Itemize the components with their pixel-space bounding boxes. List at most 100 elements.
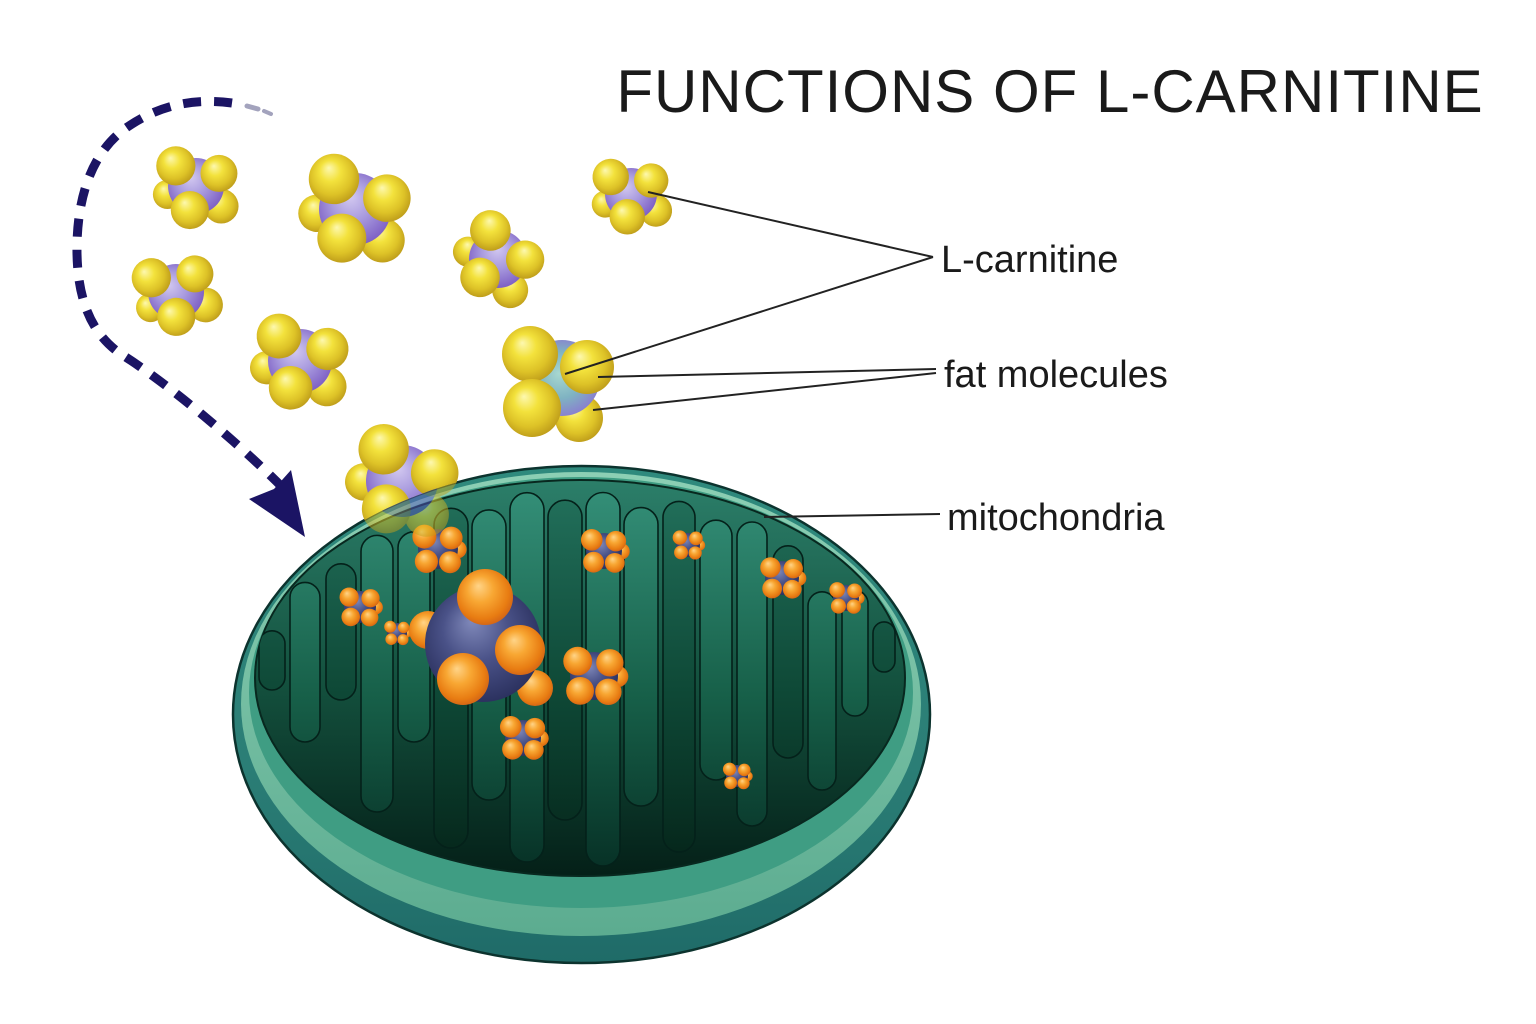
acyl-carnitine-molecule [499, 716, 549, 760]
crista-fold [662, 500, 696, 853]
mitochondria [231, 464, 932, 965]
fat-ball-yellow [131, 258, 171, 298]
fat-ball-orange [524, 717, 546, 739]
label-fat-molecules: fat molecules [944, 354, 1168, 396]
fat-ball-orange [339, 587, 359, 607]
fat-ball-orange [360, 608, 379, 627]
crista-fold [772, 545, 804, 759]
fat-ball-orange [830, 598, 846, 614]
fat-ball-yellow [200, 154, 238, 192]
fat-ball-yellow [268, 366, 313, 410]
fat-ball-orange [502, 738, 523, 760]
fat-ball-orange [439, 526, 463, 550]
fat-ball-orange [566, 676, 594, 705]
fat-ball-orange [783, 558, 803, 579]
crista-fold [289, 581, 321, 743]
fat-ball-yellow [502, 326, 558, 382]
acyl-carnitine-molecule [829, 582, 865, 614]
dashed-arrow-path [72, 96, 292, 497]
fat-ball-orange [760, 557, 781, 578]
fat-ball-orange [722, 762, 737, 776]
leader-line-fat-molecules [592, 372, 937, 411]
fat-ball-orange [385, 633, 397, 645]
faded-dash [244, 103, 261, 112]
fat-ball-yellow [609, 199, 645, 235]
fat-ball-orange [737, 763, 751, 777]
page-title: FUNCTIONS OF L-CARNITINE [616, 58, 1483, 125]
matrix-molecules [339, 524, 865, 790]
crista-fold [623, 506, 659, 807]
fat-ball-yellow [358, 424, 409, 475]
leader-line-fat-molecules [597, 368, 937, 378]
fat-ball-orange [829, 582, 845, 598]
acyl-carnitine-molecule [409, 569, 553, 706]
fat-ball-orange [397, 634, 409, 646]
l-carnitine-molecule [591, 158, 673, 235]
crista-fold [699, 519, 733, 781]
fat-ball-orange [605, 530, 627, 552]
crista-fold [325, 563, 357, 701]
crista-fold [872, 621, 896, 673]
fat-ball-yellow [503, 379, 561, 437]
l-carnitine-molecule [131, 255, 223, 336]
crista-fold [258, 630, 286, 691]
fat-ball-orange [580, 529, 603, 551]
fat-ball-yellow [256, 313, 302, 359]
acyl-carnitine-molecule [563, 646, 629, 706]
fat-ball-orange [737, 777, 750, 790]
label-l-carnitine: L-carnitine [941, 239, 1118, 281]
fat-ball-orange [341, 607, 360, 627]
fat-ball-yellow [634, 163, 669, 198]
acyl-carnitine-molecule [339, 587, 383, 627]
l-carnitine-molecules-group [131, 146, 673, 442]
fat-ball-orange [523, 739, 544, 760]
fat-ball-orange [688, 546, 702, 560]
fat-ball-orange [563, 646, 593, 676]
l-carnitine-molecule [502, 326, 614, 442]
l-carnitine-molecule [298, 153, 411, 263]
l-carnitine-molecule [250, 313, 349, 410]
fat-ball-orange [596, 649, 624, 677]
fat-ball-orange [782, 579, 802, 599]
fat-ball-orange [439, 551, 461, 574]
fat-ball-yellow [176, 255, 214, 293]
leader-line-l-carnitine [647, 191, 934, 258]
l-carnitine-molecule [452, 210, 545, 309]
fat-ball-orange [672, 530, 688, 545]
fat-ball-orange [397, 621, 410, 634]
fat-ball-yellow [363, 174, 411, 222]
fat-ball-orange [847, 583, 862, 599]
fat-ball-yellow [470, 210, 511, 251]
fat-ball-yellow [410, 449, 459, 497]
leader-line-mitochondria [763, 513, 941, 518]
crista-fold [807, 591, 837, 791]
fat-ball-orange [384, 620, 397, 633]
fat-ball-orange [724, 776, 737, 790]
fat-ball-yellow [460, 257, 500, 298]
fat-ball-orange [495, 625, 545, 675]
fat-ball-yellow [592, 158, 629, 196]
fat-ball-orange [437, 653, 489, 705]
fat-ball-orange [361, 589, 380, 608]
fat-ball-orange [499, 716, 522, 738]
acyl-carnitine-molecule [580, 529, 630, 573]
fat-ball-orange [674, 545, 688, 560]
crista-fold [736, 521, 768, 827]
arrowhead [249, 470, 305, 537]
fat-ball-orange [595, 678, 622, 706]
acyl-carnitine-molecule [722, 762, 753, 790]
fat-ball-yellow [308, 153, 360, 205]
fat-ball-orange [846, 599, 861, 614]
fat-ball-yellow [505, 240, 545, 279]
faded-dash [262, 109, 273, 116]
fat-ball-orange [583, 551, 604, 573]
fat-ball-yellow [317, 213, 367, 263]
acyl-carnitine-molecule [672, 530, 706, 560]
fat-ball-orange [457, 569, 513, 625]
fat-ball-yellow [157, 297, 196, 336]
fat-ball-yellow [306, 327, 349, 371]
fat-ball-orange [414, 549, 438, 573]
crista-fold [360, 534, 394, 813]
